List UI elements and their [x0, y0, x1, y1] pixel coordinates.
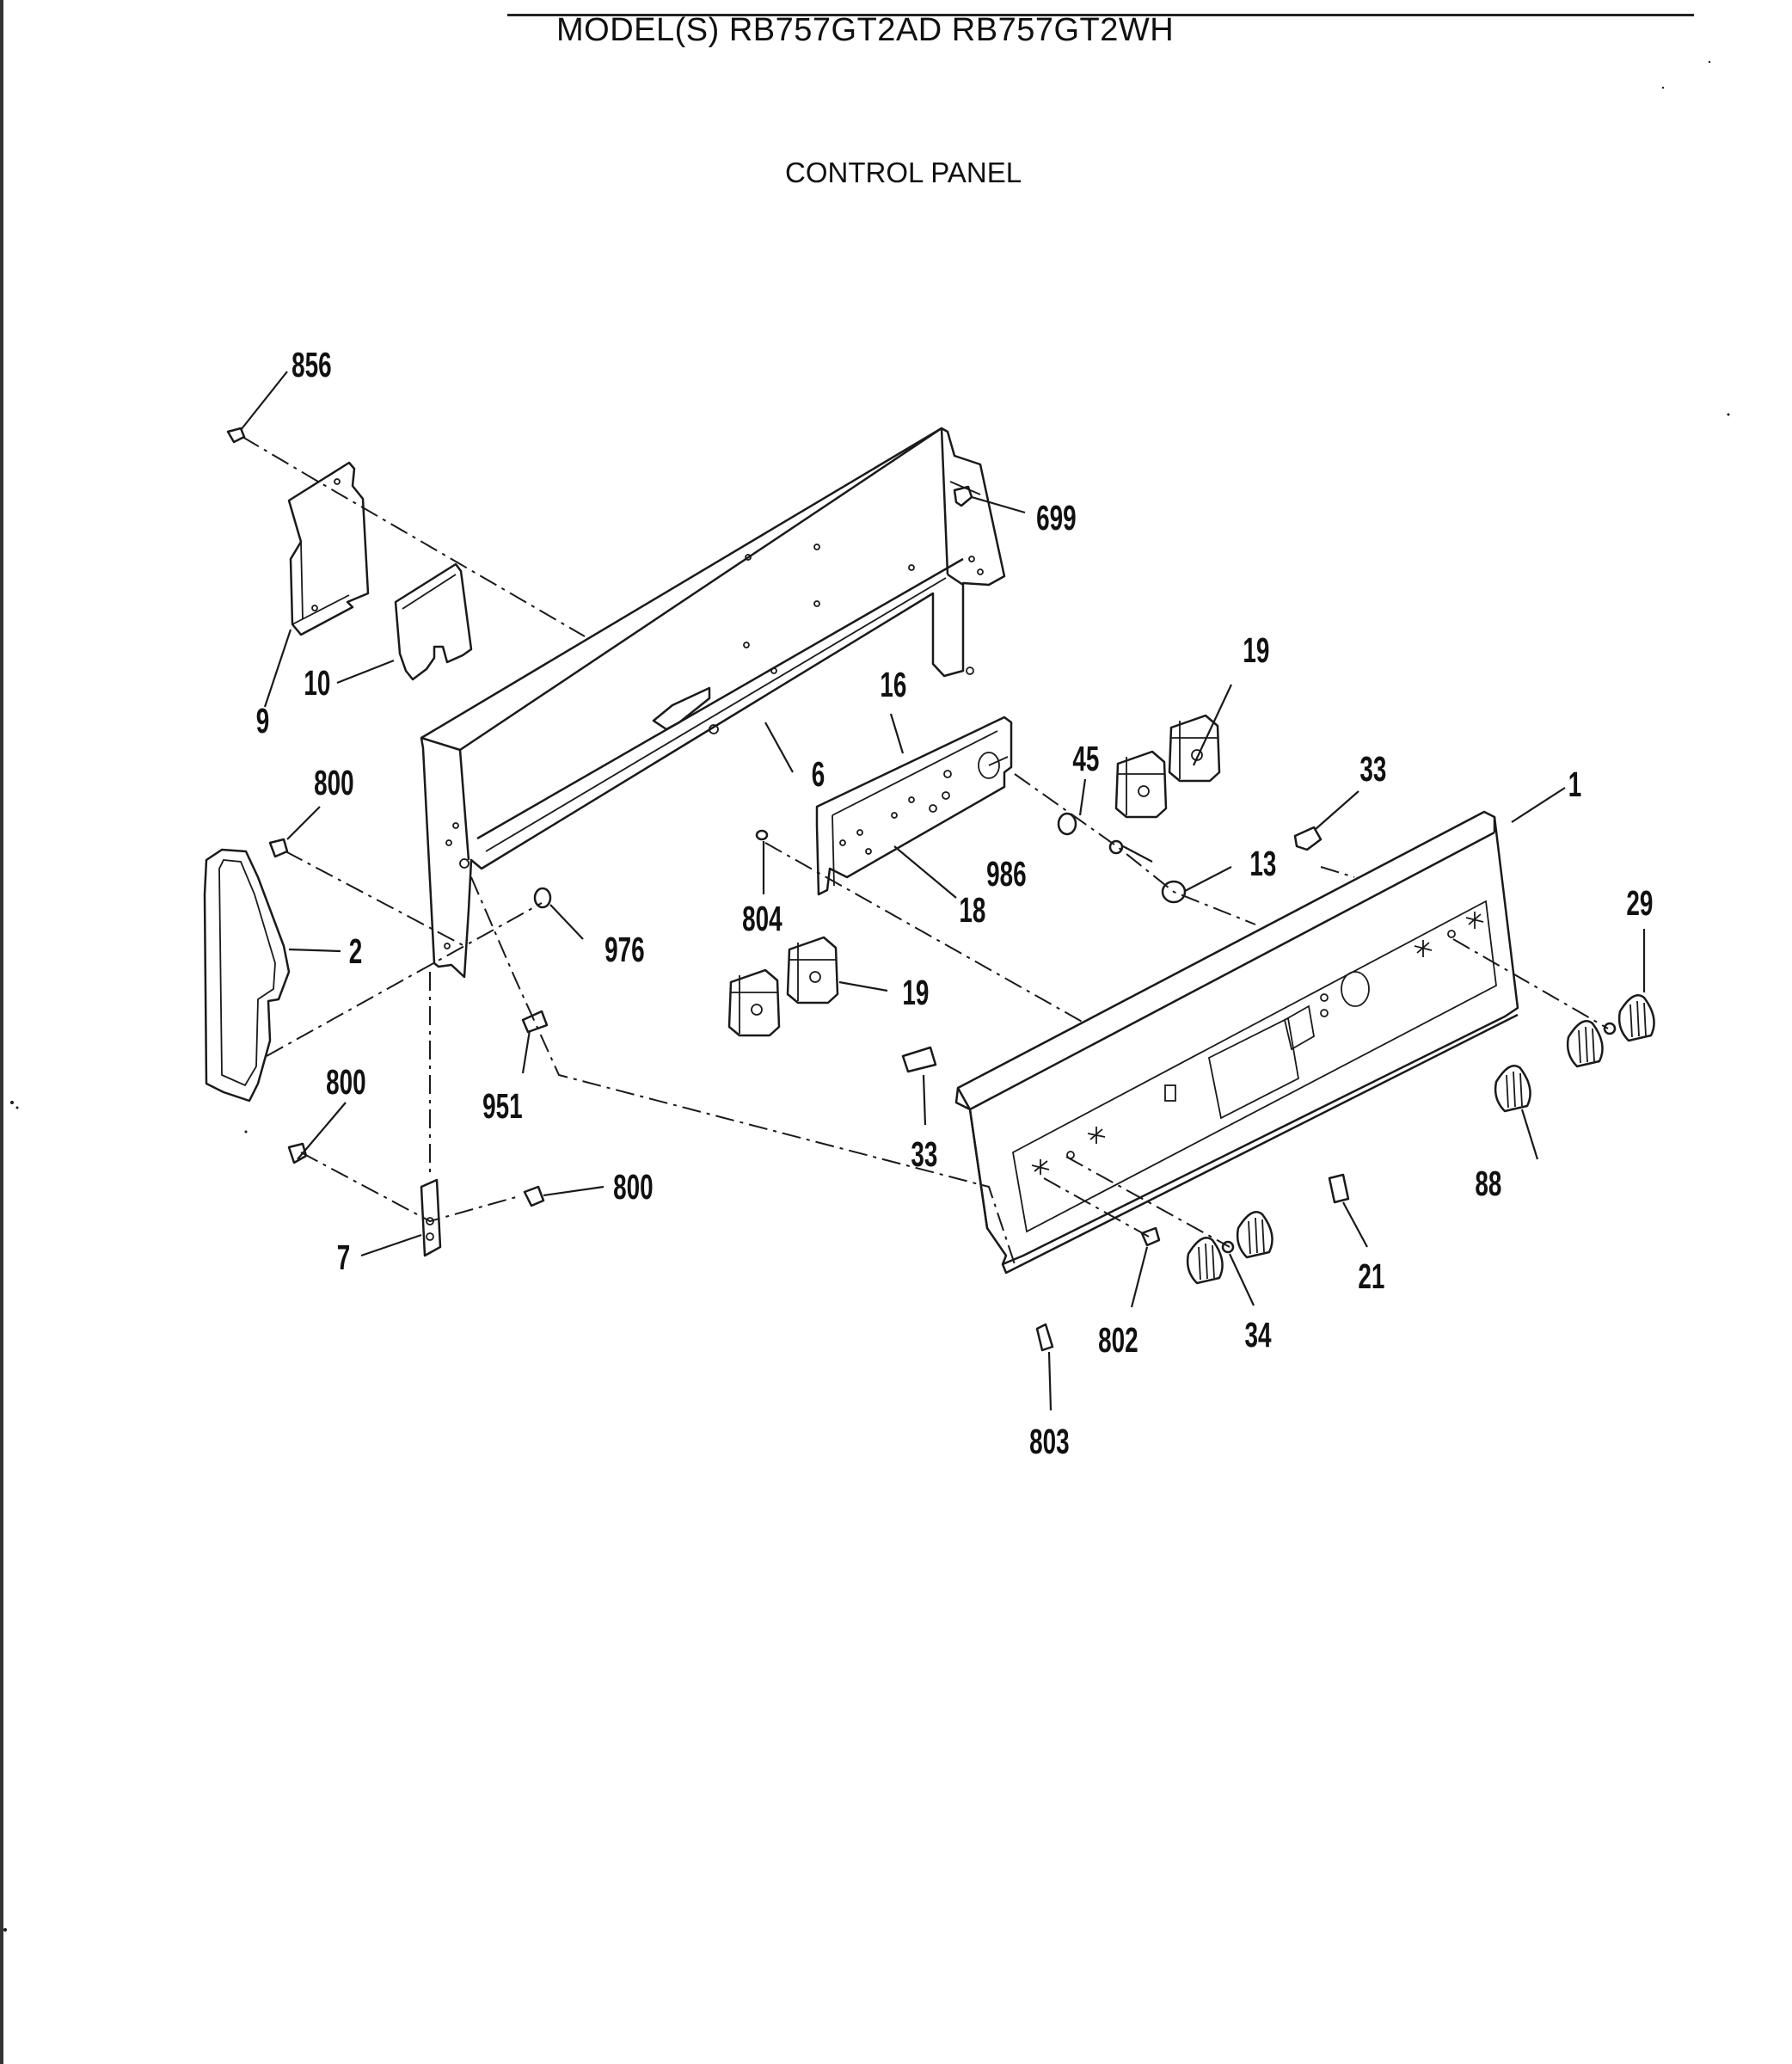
callout-856: 856 — [292, 346, 332, 385]
callout-21: 21 — [1358, 1257, 1384, 1297]
indicator-light-33-lower — [901, 1046, 937, 1073]
panel-knob-marker-1 — [1031, 1159, 1050, 1175]
clip-951 — [521, 1010, 549, 1034]
callout-802: 802 — [1098, 1321, 1138, 1361]
screw-699 — [953, 485, 973, 507]
indicator-light-33-upper — [1293, 826, 1323, 851]
screw-800-a — [268, 838, 289, 858]
bezel-13 — [1161, 880, 1187, 904]
callout-800-a: 800 — [314, 764, 354, 803]
callout-33-lower: 33 — [911, 1135, 937, 1175]
side-bracket-left — [287, 461, 370, 636]
infinite-switch-lower-2 — [786, 936, 839, 1004]
callout-16: 16 — [880, 666, 906, 705]
callout-19-upper: 19 — [1243, 631, 1269, 671]
leader-lines — [240, 371, 1646, 1411]
screw-802 — [1140, 1226, 1161, 1247]
callout-2: 2 — [349, 932, 363, 972]
callout-7: 7 — [337, 1238, 351, 1278]
callout-986: 986 — [986, 855, 1027, 894]
clip-21 — [1328, 1173, 1350, 1204]
callout-13: 13 — [1249, 845, 1276, 884]
knob-29-a — [1617, 994, 1655, 1042]
callout-45: 45 — [1072, 740, 1099, 779]
grommet-976 — [533, 887, 552, 909]
panel-knob-marker-4 — [1465, 912, 1484, 929]
spring-34 — [1221, 1240, 1235, 1254]
callout-29: 29 — [1626, 884, 1653, 924]
callout-803: 803 — [1029, 1422, 1070, 1462]
header-rule — [507, 14, 1694, 16]
scan-specks — [3, 60, 1730, 1932]
callout-800-c: 800 — [613, 1168, 654, 1207]
knob-29-b — [1566, 1020, 1604, 1068]
knob-34-b — [1186, 1237, 1224, 1285]
infinite-switch-upper-1 — [1114, 750, 1168, 819]
callout-10: 10 — [304, 664, 330, 703]
callout-34: 34 — [1244, 1316, 1271, 1355]
washer-45 — [1057, 812, 1077, 836]
section-title: CONTROL PANEL — [785, 157, 1022, 188]
model-title: MODEL(S) RB757GT2AD RB757GT2WH — [556, 12, 1175, 48]
callout-976: 976 — [604, 931, 645, 970]
callout-19-lower: 19 — [902, 974, 929, 1013]
nut-986 — [1108, 839, 1124, 855]
heat-shield — [394, 562, 473, 681]
callout-800-b: 800 — [326, 1063, 366, 1103]
screw-856 — [226, 427, 246, 444]
callout-1: 1 — [1568, 765, 1582, 805]
callout-18: 18 — [959, 891, 985, 931]
knob-88 — [1494, 1065, 1531, 1113]
backsplash-panel — [420, 427, 1006, 979]
callout-6: 6 — [812, 755, 825, 795]
callout-804: 804 — [742, 900, 782, 939]
callout-labels: 856 699 9 10 6 16 19 45 33 1 800 2 976 8… — [256, 346, 1654, 1462]
callout-33-upper: 33 — [1359, 750, 1386, 789]
control-panel-main — [954, 810, 1519, 1275]
knob-34-a — [1236, 1211, 1273, 1259]
spring-29 — [1603, 1022, 1617, 1035]
assembly-lines — [242, 436, 1609, 1265]
panel-knob-marker-3 — [1414, 940, 1433, 957]
clock-timer — [815, 716, 1013, 896]
infinite-switch-lower-1 — [727, 968, 781, 1037]
callout-88: 88 — [1475, 1164, 1501, 1204]
callout-9: 9 — [256, 702, 270, 741]
screw-803 — [1035, 1323, 1054, 1352]
screw-804 — [755, 829, 769, 841]
end-cap — [203, 848, 291, 1103]
page-edge — [0, 0, 3, 2064]
screw-800-c — [523, 1185, 545, 1207]
panel-knob-marker-2 — [1087, 1127, 1106, 1144]
callout-699: 699 — [1036, 499, 1077, 538]
callout-951: 951 — [482, 1087, 523, 1127]
bracket-7 — [420, 1178, 442, 1257]
